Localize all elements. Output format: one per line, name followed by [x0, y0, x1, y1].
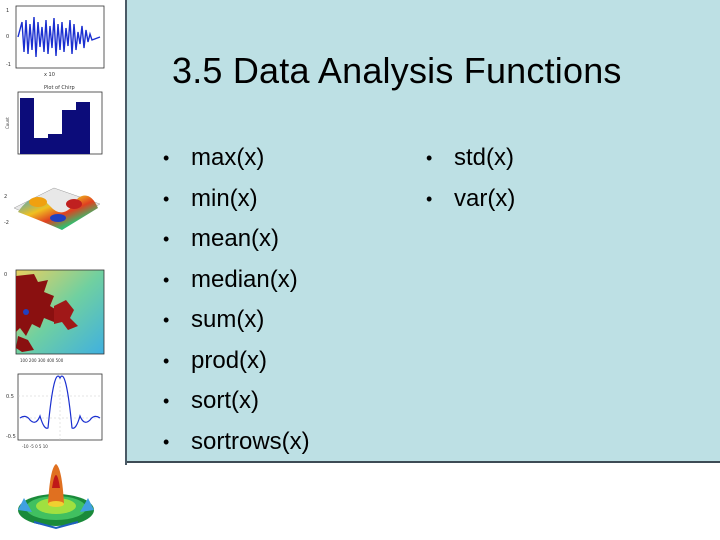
bullet-item: • sum(x)	[163, 300, 310, 341]
bullet-icon: •	[426, 148, 433, 168]
slide-content-panel: 3.5 Data Analysis Functions • max(x) • min(…	[127, 0, 720, 463]
bullet-item: • mean(x)	[163, 219, 310, 260]
bullet-text: std(x)	[454, 144, 514, 171]
bullet-icon: •	[163, 148, 170, 168]
bullet-text: var(x)	[454, 184, 516, 212]
svg-text:-0.5: -0.5	[6, 434, 16, 440]
sidebar-divider	[125, 0, 127, 465]
svg-text:Plot of Chirp: Plot of Chirp	[44, 85, 75, 91]
bullet-icon: •	[163, 229, 170, 249]
signal-plot-thumbnail: 1 0 -1 x 10	[6, 5, 105, 78]
bullet-icon: •	[163, 391, 170, 411]
bullet-text: median(x)	[191, 265, 298, 293]
sinc-line-plot-thumbnail: 0.5 -0.5 -10 -5 0 5 10	[6, 373, 103, 449]
bullet-text: sum(x)	[191, 306, 265, 333]
svg-text:x 10: x 10	[44, 72, 55, 78]
bullet-item: • sort(x)	[163, 381, 310, 422]
function-list-left: •max(x)•min(x)•mean(x)•median(x)•sum(x)•…	[163, 138, 310, 462]
svg-text:-1: -1	[6, 62, 11, 68]
surface-plot-thumbnail: 2 -2	[4, 187, 101, 230]
bullet-text: sortrows(x)	[191, 427, 310, 455]
bullet-text: min(x)	[191, 184, 258, 212]
bullet-icon: •	[426, 188, 433, 209]
svg-text:2: 2	[4, 194, 7, 200]
svg-text:1: 1	[6, 8, 9, 14]
svg-text:-2: -2	[4, 220, 9, 226]
bullet-icon: •	[163, 431, 170, 452]
bullet-item: • max(x)	[163, 138, 310, 179]
svg-text:0.5: 0.5	[6, 394, 14, 400]
svg-text:-10 -5 0 5 10: -10 -5 0 5 10	[22, 444, 48, 449]
bullet-item: • min(x)	[163, 179, 310, 220]
bullet-item: • median(x)	[163, 260, 310, 301]
bullet-text: sort(x)	[191, 387, 259, 414]
bullet-icon: •	[163, 269, 170, 290]
bullet-icon: •	[163, 310, 170, 330]
bullet-text: mean(x)	[191, 225, 280, 252]
thumbnail-sidebar: 1 0 -1 x 10 Plot of Chirp Count 2	[0, 0, 120, 540]
bullet-text: max(x)	[191, 144, 265, 171]
bullet-item: • sortrows(x)	[163, 422, 310, 463]
3d-peak-plot-thumbnail	[18, 464, 94, 530]
svg-text:100 200 300 400 500: 100 200 300 400 500	[20, 358, 64, 363]
svg-text:0: 0	[4, 272, 7, 278]
fractal-plot-thumbnail: 0 100 200 300 400 500	[4, 269, 105, 363]
bullet-icon: •	[163, 188, 170, 209]
bullet-item: • prod(x)	[163, 341, 310, 382]
svg-text:0: 0	[6, 34, 9, 40]
slide-title: 3.5 Data Analysis Functions	[172, 50, 622, 91]
bullet-icon: •	[163, 350, 170, 371]
histogram-plot-thumbnail: Plot of Chirp Count	[5, 85, 103, 155]
bullet-item: • std(x)	[426, 138, 515, 179]
function-list-right: • std(x) • var(x)	[426, 138, 515, 219]
svg-text:Count: Count	[5, 117, 10, 129]
bullet-item: • var(x)	[426, 179, 515, 220]
bullet-text: prod(x)	[191, 346, 268, 374]
